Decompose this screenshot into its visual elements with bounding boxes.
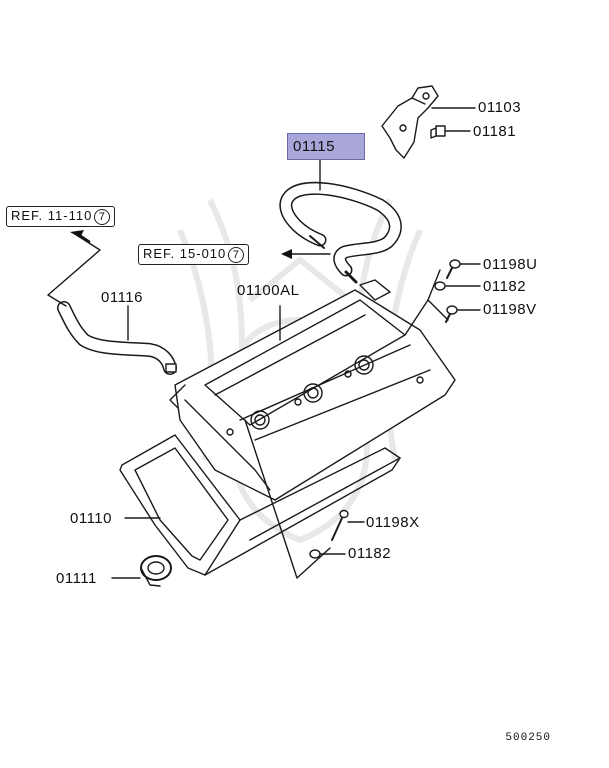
part-label-01103[interactable]: 01103 bbox=[478, 99, 522, 116]
hose-01116 bbox=[57, 301, 177, 375]
part-label-01110[interactable]: 01110 bbox=[70, 510, 112, 527]
part-label-01116[interactable]: 01116 bbox=[101, 289, 143, 306]
part-label-01115: 01115 bbox=[293, 138, 335, 155]
diagram-id: 500250 bbox=[505, 732, 551, 744]
arrow-ref-15-010 bbox=[281, 249, 292, 259]
bolt-01181 bbox=[430, 125, 471, 139]
part-label-01198V[interactable]: 01198V bbox=[483, 301, 537, 318]
bolt-01198V bbox=[445, 305, 481, 323]
bolt-01198U bbox=[446, 259, 481, 279]
arrow-ref-11-110 bbox=[70, 230, 91, 243]
seal-01111 bbox=[140, 555, 172, 587]
ref-15-010-text: REF. 15-010 bbox=[143, 246, 227, 261]
hose-01115 bbox=[279, 159, 402, 277]
part-label-01100AL[interactable]: 01100AL bbox=[237, 282, 300, 299]
part-label-01198U[interactable]: 01198U bbox=[483, 256, 538, 273]
bolt-01198X bbox=[331, 509, 365, 541]
bracket-01103 bbox=[381, 85, 439, 159]
part-label-01182[interactable]: 01182 bbox=[483, 278, 527, 295]
highlighted-part-01115[interactable]: 01115 bbox=[287, 133, 365, 160]
part-label-01111[interactable]: 01111 bbox=[56, 570, 97, 587]
part-label-01198X[interactable]: 01198X bbox=[366, 514, 420, 531]
part-label-01181[interactable]: 01181 bbox=[473, 123, 517, 140]
ref-15-010-circle: 7 bbox=[228, 247, 245, 263]
ref-11-110-circle: 7 bbox=[94, 209, 111, 225]
washer-01182 bbox=[434, 281, 481, 291]
valve-cover-01100AL bbox=[169, 279, 456, 501]
ref-11-110-text: REF. 11-110 bbox=[11, 208, 93, 223]
part-label-01182-lower[interactable]: 01182 bbox=[348, 545, 392, 562]
gasket-01110 bbox=[119, 434, 401, 576]
